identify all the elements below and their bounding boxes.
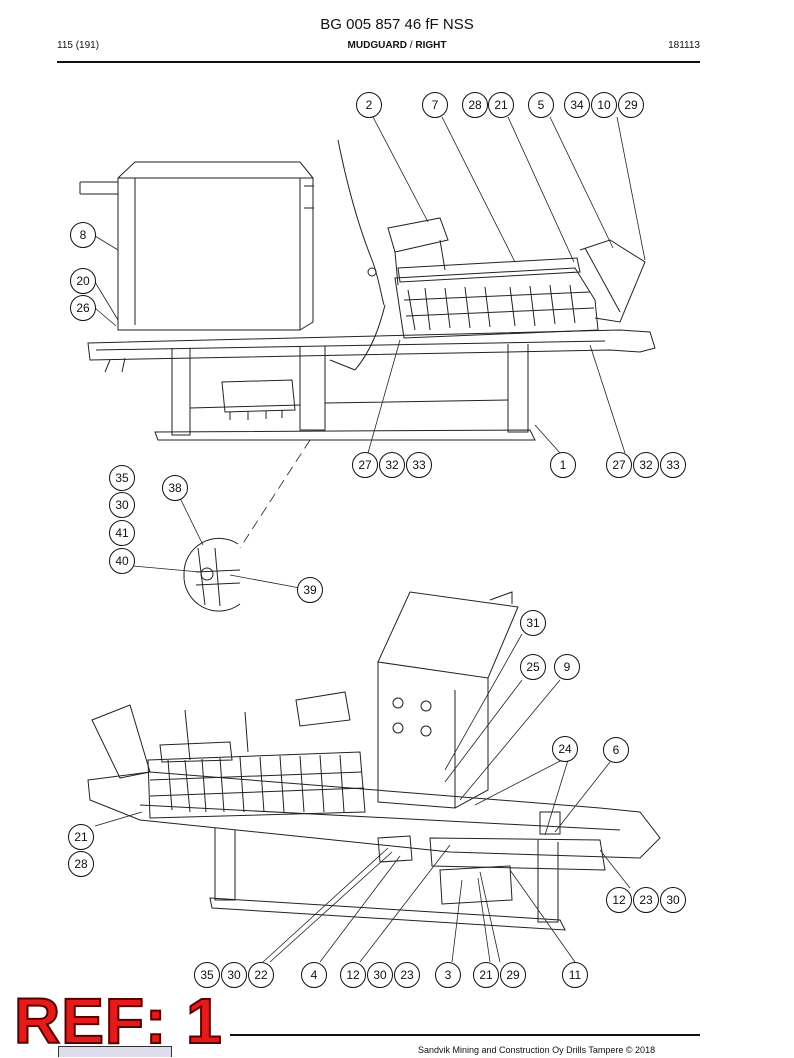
callout-8: 8 [70, 222, 96, 248]
upper-leaders [94, 116, 646, 549]
callout-11: 11 [562, 962, 588, 988]
callout-24: 24 [552, 736, 578, 762]
callout-9: 9 [554, 654, 580, 680]
callout-30: 30 [367, 962, 393, 988]
lower-leaders [94, 633, 631, 963]
callout-20: 20 [70, 268, 96, 294]
callout-23: 23 [394, 962, 420, 988]
callout-12: 12 [340, 962, 366, 988]
callout-6: 6 [603, 737, 629, 763]
upper-assembly [79, 139, 656, 441]
date-code: 181113 [668, 40, 700, 51]
callout-33: 33 [660, 452, 686, 478]
section-title: MUDGUARD / RIGHT [0, 40, 794, 51]
detail-view [132, 497, 301, 612]
callout-38: 38 [162, 475, 188, 501]
callout-39: 39 [297, 577, 323, 603]
section-side: RIGHT [415, 40, 447, 51]
callout-30: 30 [660, 887, 686, 913]
callout-41: 41 [109, 520, 135, 546]
callout-30: 30 [109, 492, 135, 518]
callout-23: 23 [633, 887, 659, 913]
callout-12: 12 [606, 887, 632, 913]
callout-35: 35 [109, 465, 135, 491]
section-separator: / [407, 40, 416, 51]
header-rule [57, 61, 700, 63]
callout-2: 2 [356, 92, 382, 118]
lower-assembly [87, 591, 661, 931]
callout-29: 29 [618, 92, 644, 118]
page-number: 115 (191) [57, 40, 100, 51]
callout-29: 29 [500, 962, 526, 988]
callout-28: 28 [462, 92, 488, 118]
footer-copyright: Sandvik Mining and Construction Oy Drill… [418, 1045, 656, 1055]
callout-31: 31 [520, 610, 546, 636]
callout-27: 27 [606, 452, 632, 478]
callout-25: 25 [520, 654, 546, 680]
section-name: MUDGUARD [347, 40, 407, 51]
callout-26: 26 [70, 295, 96, 321]
callout-5: 5 [528, 92, 554, 118]
callout-22: 22 [248, 962, 274, 988]
callout-32: 32 [379, 452, 405, 478]
callout-7: 7 [422, 92, 448, 118]
callout-21: 21 [488, 92, 514, 118]
footer-rule [230, 1034, 700, 1036]
callout-3: 3 [435, 962, 461, 988]
callout-21: 21 [473, 962, 499, 988]
callout-40: 40 [109, 548, 135, 574]
callout-28: 28 [68, 851, 94, 877]
callout-33: 33 [406, 452, 432, 478]
callout-35: 35 [194, 962, 220, 988]
callout-27: 27 [352, 452, 378, 478]
callout-1: 1 [550, 452, 576, 478]
callout-21: 21 [68, 824, 94, 850]
company-logo [58, 1046, 172, 1057]
callout-4: 4 [301, 962, 327, 988]
document-title: BG 005 857 46 fF NSS [320, 16, 474, 33]
callout-34: 34 [564, 92, 590, 118]
ref-stamp: REF: 1 [13, 984, 223, 1058]
callout-32: 32 [633, 452, 659, 478]
callout-10: 10 [591, 92, 617, 118]
callout-30: 30 [221, 962, 247, 988]
